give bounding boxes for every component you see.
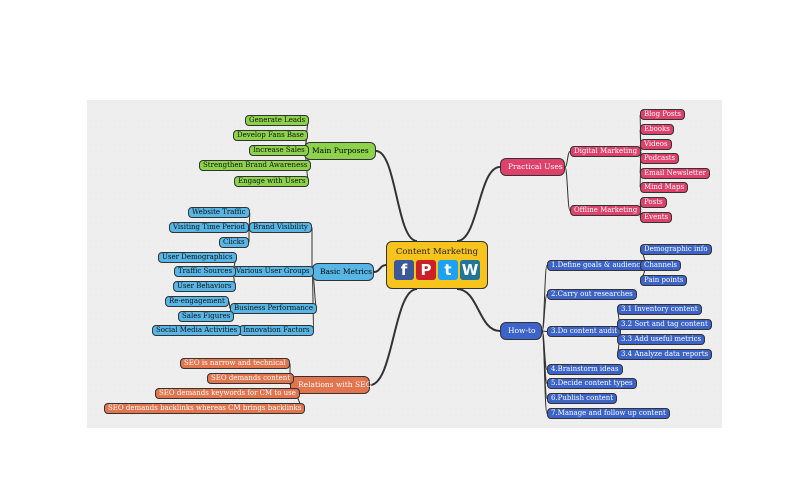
branch-practical-uses[interactable]: Practical Uses — [500, 158, 565, 176]
subtopic-innovation-factors[interactable]: Innovation Factors — [239, 325, 314, 336]
leaf-basic-metrics[interactable]: Social Media Activities — [152, 325, 242, 336]
central-topic-title: Content Marketing — [395, 247, 479, 257]
leaf-main-purposes[interactable]: Generate Leads — [245, 115, 310, 126]
connector-line — [564, 166, 571, 211]
wordpress-icon: W — [460, 260, 480, 280]
leaf-basic-metrics[interactable]: Visiting Time Period — [169, 222, 249, 233]
step-how-to[interactable]: 2.Carry out researches — [547, 289, 637, 300]
connector-line — [456, 288, 501, 332]
leaf-practical-uses[interactable]: Posts — [640, 197, 667, 208]
leaf-basic-metrics[interactable]: Clicks — [219, 237, 249, 248]
twitter-icon: t — [438, 260, 458, 280]
leaf-practical-uses[interactable]: Blog Posts — [640, 109, 685, 120]
leaf-main-purposes[interactable]: Engage with Users — [234, 176, 310, 187]
step-how-to[interactable]: 4.Brainstorm ideas — [547, 364, 623, 375]
step-how-to[interactable]: 5.Decide content types — [547, 378, 637, 389]
central-topic[interactable]: Content Marketing f P t W — [386, 241, 488, 289]
leaf-practical-uses[interactable]: Ebooks — [640, 124, 674, 135]
leaf-relations-with-seo[interactable]: SEO demands content — [207, 373, 295, 384]
branch-main-purposes[interactable]: Main Purposes — [304, 142, 376, 160]
subtopic-brand-visibility[interactable]: Brand Visibility — [249, 222, 312, 233]
leaf-relations-with-seo[interactable]: SEO demands keywords for CM to use — [155, 388, 300, 399]
connector-line — [541, 330, 548, 332]
leaf-basic-metrics[interactable]: Sales Figures — [178, 311, 235, 322]
connector-line — [541, 330, 548, 414]
step-how-to[interactable]: 1.Define goals & audience — [547, 260, 649, 271]
pinterest-icon: P — [416, 260, 436, 280]
leaf-how-to[interactable]: Pain points — [640, 275, 688, 286]
connector-line — [228, 301, 231, 309]
leaf-how-to[interactable]: Channels — [640, 260, 682, 271]
leaf-relations-with-seo[interactable]: SEO is narrow and technical — [180, 358, 290, 369]
connector-line — [373, 264, 387, 273]
subtopic-various-user-groups[interactable]: Various User Groups — [232, 266, 314, 277]
subtopic-digital-marketing[interactable]: Digital Marketing — [570, 146, 642, 157]
leaf-practical-uses[interactable]: Videos — [640, 139, 672, 150]
leaf-basic-metrics[interactable]: Re-engagement — [165, 296, 229, 307]
branch-how-to[interactable]: How-to — [500, 322, 542, 340]
branch-relations-with-seo[interactable]: Relations with SEO — [290, 376, 372, 394]
step-how-to[interactable]: 6.Publish content — [547, 393, 618, 404]
connector-line — [564, 151, 571, 168]
facebook-icon: f — [394, 260, 414, 280]
leaf-main-purposes[interactable]: Develop Fans Base — [233, 130, 308, 141]
leaf-relations-with-seo[interactable]: SEO demands backlinks whereas CM brings … — [104, 403, 306, 414]
step-how-to[interactable]: 3.Do content audit — [547, 326, 622, 337]
step-how-to[interactable]: 7.Manage and follow up content — [547, 408, 670, 419]
leaf-basic-metrics[interactable]: Traffic Sources — [174, 266, 237, 277]
leaf-how-to[interactable]: Demographic info — [640, 244, 712, 255]
leaf-how-to[interactable]: 3.4 Analyze data reports — [617, 349, 713, 360]
leaf-basic-metrics[interactable]: User Demographics — [158, 252, 237, 263]
leaf-practical-uses[interactable]: Podcasts — [640, 153, 680, 164]
connector-line — [369, 288, 418, 386]
subtopic-business-performance[interactable]: Business Performance — [230, 303, 317, 314]
leaf-how-to[interactable]: 3.1 Inventory content — [617, 304, 702, 315]
leaf-how-to[interactable]: 3.2 Sort and tag content — [617, 319, 712, 330]
leaf-basic-metrics[interactable]: Website Traffic — [188, 207, 250, 218]
leaf-basic-metrics[interactable]: User Behaviors — [173, 281, 236, 292]
leaf-how-to[interactable]: 3.3 Add useful metrics — [617, 334, 706, 345]
leaf-main-purposes[interactable]: Increase Sales — [249, 145, 309, 156]
connector-line — [456, 166, 501, 242]
leaf-practical-uses[interactable]: Mind Maps — [640, 182, 689, 193]
connector-line — [541, 294, 548, 332]
leaf-main-purposes[interactable]: Strengthen Brand Awareness — [199, 160, 312, 171]
connector-line — [375, 150, 418, 242]
branch-basic-metrics[interactable]: Basic Metrics — [312, 263, 374, 281]
subtopic-offline-marketing[interactable]: Offline Marketing — [570, 205, 642, 216]
leaf-practical-uses[interactable]: Email Newsletter — [640, 168, 710, 179]
leaf-practical-uses[interactable]: Events — [640, 212, 673, 223]
